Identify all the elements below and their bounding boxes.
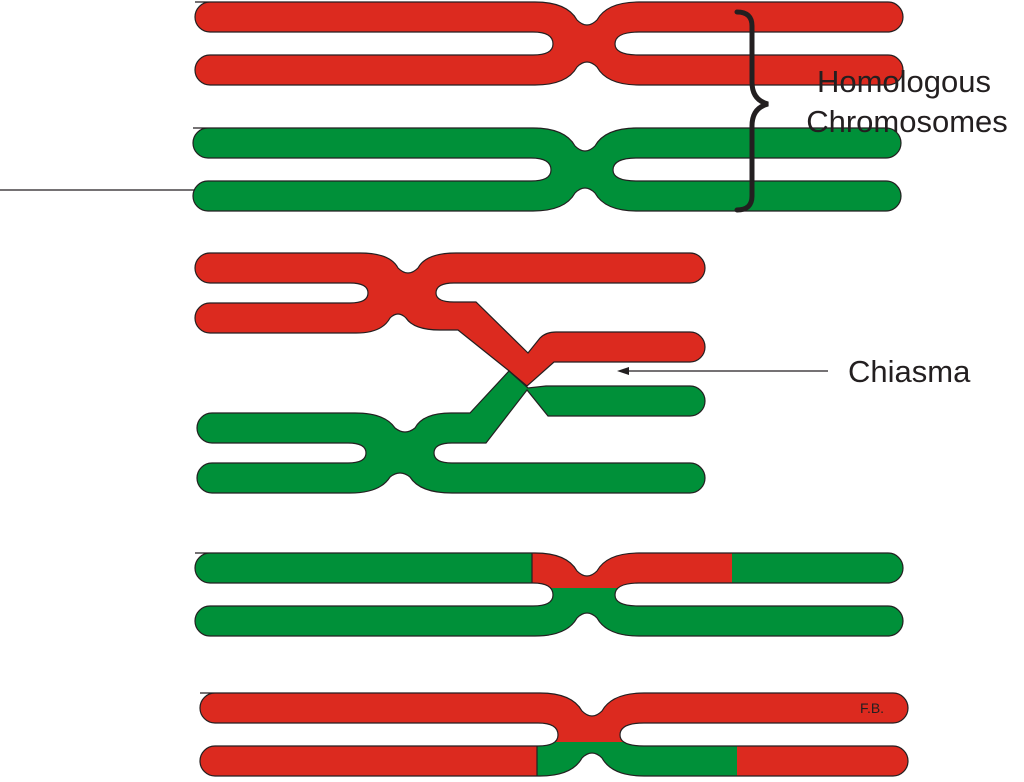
- green-chromosome-crossing: [196, 370, 706, 494]
- chiasma-arrow-head: [617, 367, 629, 375]
- red-chromosome-1: [194, 1, 904, 86]
- homologous-label-line1: Homologous: [817, 64, 991, 99]
- red-chromosome-crossing: [194, 252, 706, 387]
- red-exchanged-segment: [532, 553, 732, 588]
- green-chromosome-1: [192, 127, 902, 212]
- chiasma-label: Chiasma: [848, 354, 971, 389]
- green-recombinant-chromosome: [194, 552, 904, 637]
- homologous-bracket: [734, 9, 769, 213]
- author-initials: F.B.: [860, 700, 884, 716]
- homologous-label-line2: Chromosomes: [806, 104, 1008, 139]
- red-recombinant-chromosome: [199, 692, 909, 777]
